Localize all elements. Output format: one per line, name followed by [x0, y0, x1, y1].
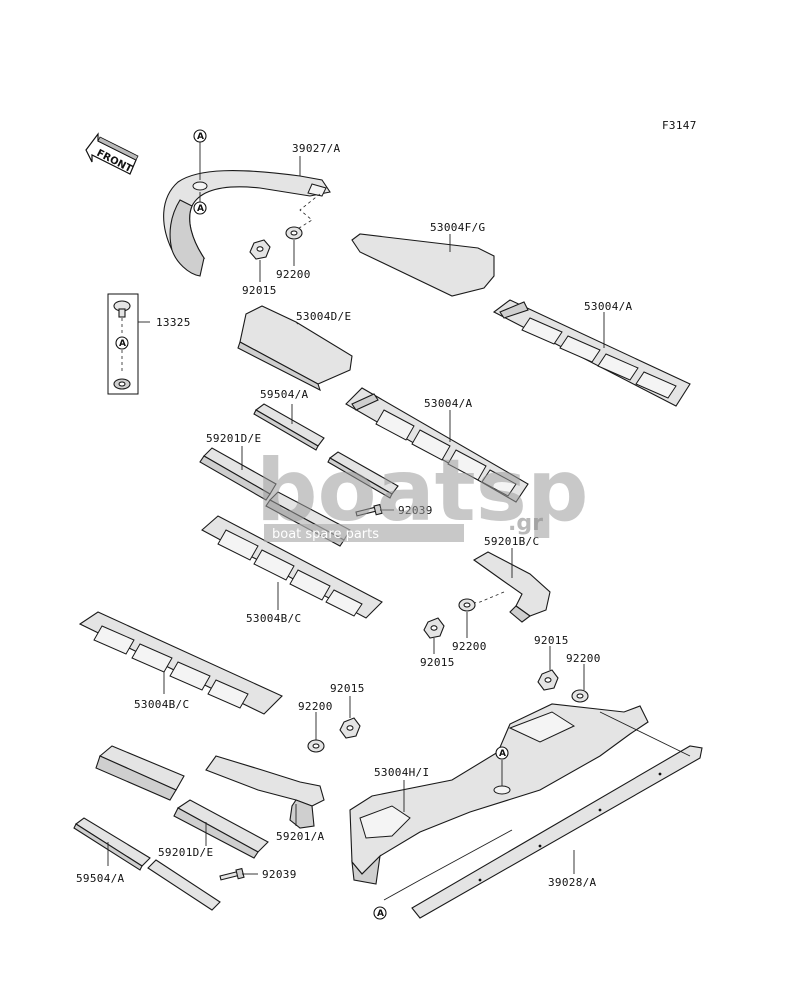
- watermark-logo: boatsp boat spare parts .gr: [256, 441, 589, 542]
- part-bolt-kit: [107, 293, 139, 395]
- part-channel-59201de-low: [95, 745, 269, 911]
- part-label: 39028/A: [548, 876, 597, 889]
- part-label: 53004B/C: [134, 698, 189, 711]
- part-bracket-59201a: [205, 755, 325, 829]
- part-label: 13325: [156, 316, 191, 329]
- nut-icon: [339, 717, 361, 739]
- washer-icon: [458, 598, 476, 612]
- part-label: 53004F/G: [430, 221, 485, 234]
- part-label: 92015: [534, 634, 569, 647]
- part-mat-53004a-mid: [345, 387, 529, 503]
- part-label: 53004H/I: [374, 766, 429, 779]
- part-mat-53004fg: [351, 233, 495, 297]
- ref-marker-a: A: [115, 336, 129, 350]
- part-label: 39027/A: [292, 142, 341, 155]
- rivet-icon: [219, 867, 245, 881]
- part-label: 92200: [452, 640, 487, 653]
- part-label: 59201/A: [276, 830, 325, 843]
- part-label: 92200: [298, 700, 333, 713]
- washer-icon: [307, 739, 325, 753]
- nut-icon: [537, 669, 559, 691]
- part-rail-59504a-low: [73, 817, 151, 871]
- part-label: 59504/A: [260, 388, 309, 401]
- part-mat-53004a-right: [492, 299, 691, 407]
- nut-icon: [423, 617, 445, 639]
- part-mat-53004bc-left: [78, 611, 283, 715]
- part-label: 59504/A: [76, 872, 125, 885]
- part-rub-rail-39028a: [411, 745, 703, 919]
- part-label: 53004/A: [424, 397, 473, 410]
- ref-marker-a: A: [193, 201, 207, 215]
- part-label: 92200: [276, 268, 311, 281]
- part-pad-53004de: [237, 305, 353, 392]
- figure-code: F3147: [662, 119, 697, 132]
- part-bracket-59201bc: [472, 551, 551, 623]
- part-label: 92015: [330, 682, 365, 695]
- part-label: 53004/A: [584, 300, 633, 313]
- part-label: 92039: [398, 504, 433, 517]
- part-rail-59504a: [253, 403, 325, 451]
- svg-text:A: A: [197, 132, 204, 142]
- svg-text:A: A: [197, 204, 204, 214]
- part-label: 59201D/E: [206, 432, 261, 445]
- part-label: 92015: [242, 284, 277, 297]
- part-bumper-frame-53004hi: [349, 703, 649, 885]
- ref-marker-a: A: [373, 906, 387, 920]
- ref-marker-a: A: [193, 129, 207, 143]
- svg-text:A: A: [499, 749, 506, 759]
- watermark-tld: .gr: [508, 511, 543, 536]
- watermark-tagline: boat spare parts: [272, 527, 379, 542]
- svg-text:A: A: [119, 339, 126, 349]
- part-label: 92200: [566, 652, 601, 665]
- part-label: 53004B/C: [246, 612, 301, 625]
- nut-icon: [249, 239, 271, 260]
- part-mat-53004bc-mid: [201, 515, 383, 619]
- part-label: 59201B/C: [484, 535, 539, 548]
- part-label: 92015: [420, 656, 455, 669]
- svg-text:A: A: [377, 909, 384, 919]
- washer-icon: [285, 226, 303, 240]
- washer-icon: [571, 689, 589, 703]
- ref-marker-a: A: [495, 746, 509, 760]
- front-arrow-icon: FRONT: [85, 132, 139, 175]
- rivet-icon: [355, 503, 383, 517]
- part-label: 53004D/E: [296, 310, 351, 323]
- part-label: 59201D/E: [158, 846, 213, 859]
- part-grab-handle: [163, 170, 331, 277]
- part-label: 92039: [262, 868, 297, 881]
